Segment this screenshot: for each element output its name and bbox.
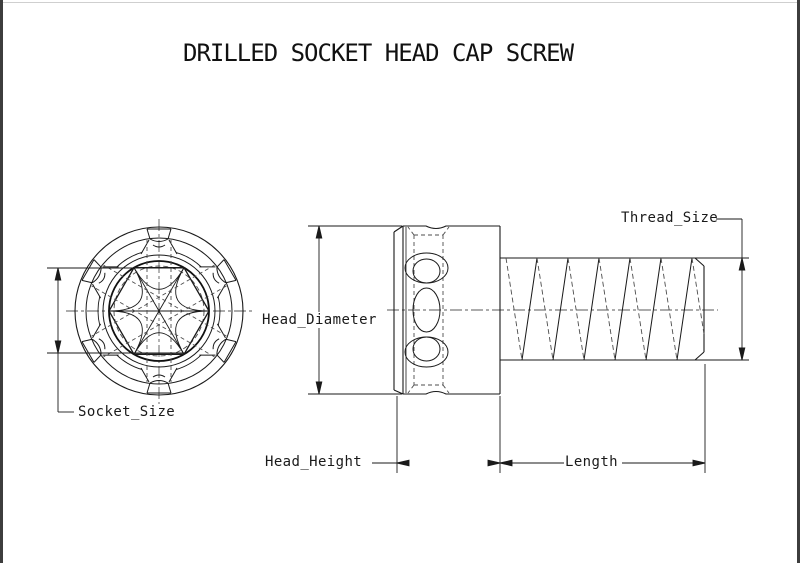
frame-top-edge	[0, 2, 800, 3]
thread-size-label: Thread_Size	[621, 210, 719, 226]
dimension-thread-size	[716, 218, 746, 361]
hidden-socket	[407, 226, 450, 394]
drawing-title: DRILLED SOCKET HEAD CAP SCREW	[183, 39, 574, 67]
head-outline	[393, 225, 501, 395]
head-height-label: Head_Height	[265, 454, 363, 470]
threads	[505, 257, 705, 361]
frame-right-edge	[797, 0, 800, 563]
dimension-socket-size	[47, 267, 186, 413]
dimension-length	[499, 364, 706, 473]
drilled-holes	[404, 252, 449, 368]
head-diameter-label: Head_Diameter	[260, 312, 379, 328]
socket-size-label: Socket_Size	[78, 404, 176, 420]
dimension-head-height	[372, 396, 501, 473]
length-label: Length	[565, 454, 618, 470]
frame-left-edge	[0, 0, 3, 563]
shank-outline	[500, 257, 749, 361]
end-view	[66, 219, 252, 404]
side-view	[387, 225, 749, 395]
dimension-head-diameter	[308, 225, 402, 395]
